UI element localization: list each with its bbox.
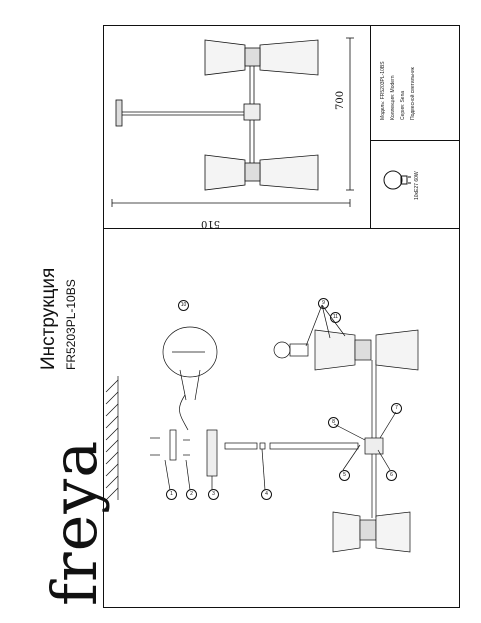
hub-shape — [243, 103, 261, 121]
height-dimension-label: 700 — [335, 90, 346, 110]
callout-4: 4 — [261, 489, 272, 500]
callout-10: 10 — [178, 300, 189, 311]
callout-5: 5 — [339, 470, 350, 481]
frame-divider — [103, 228, 460, 229]
info-type: Подвесной светильник — [410, 67, 416, 120]
callout-6: 6 — [386, 470, 397, 481]
info-column-border — [370, 25, 371, 228]
callout-7: 7 — [391, 403, 402, 414]
callout-9: 9 — [318, 298, 329, 309]
width-dimension-label: 510 — [201, 218, 221, 229]
info-row-border — [370, 140, 460, 141]
callout-2: 2 — [186, 489, 197, 500]
callout-11: 11 — [330, 312, 341, 323]
info-model: Модель: FR5203PL-10BS — [380, 61, 386, 120]
drawing-frame — [103, 25, 460, 608]
callout-3: 3 — [208, 489, 219, 500]
power-rating: 10xE27 60W — [414, 171, 420, 200]
callout-8: 8 — [328, 417, 339, 428]
rod-shape — [269, 442, 359, 450]
canopy-shape — [115, 99, 123, 127]
assembly-view — [105, 304, 419, 553]
info-series: Серия: Sena — [400, 90, 406, 120]
info-collection: Коллекция: Modern — [390, 75, 396, 120]
shade-shape — [204, 39, 246, 76]
dimension-view — [111, 37, 354, 207]
callout-1: 1 — [166, 489, 177, 500]
assembly-canopy — [206, 429, 218, 477]
bulb-icon — [383, 170, 411, 190]
